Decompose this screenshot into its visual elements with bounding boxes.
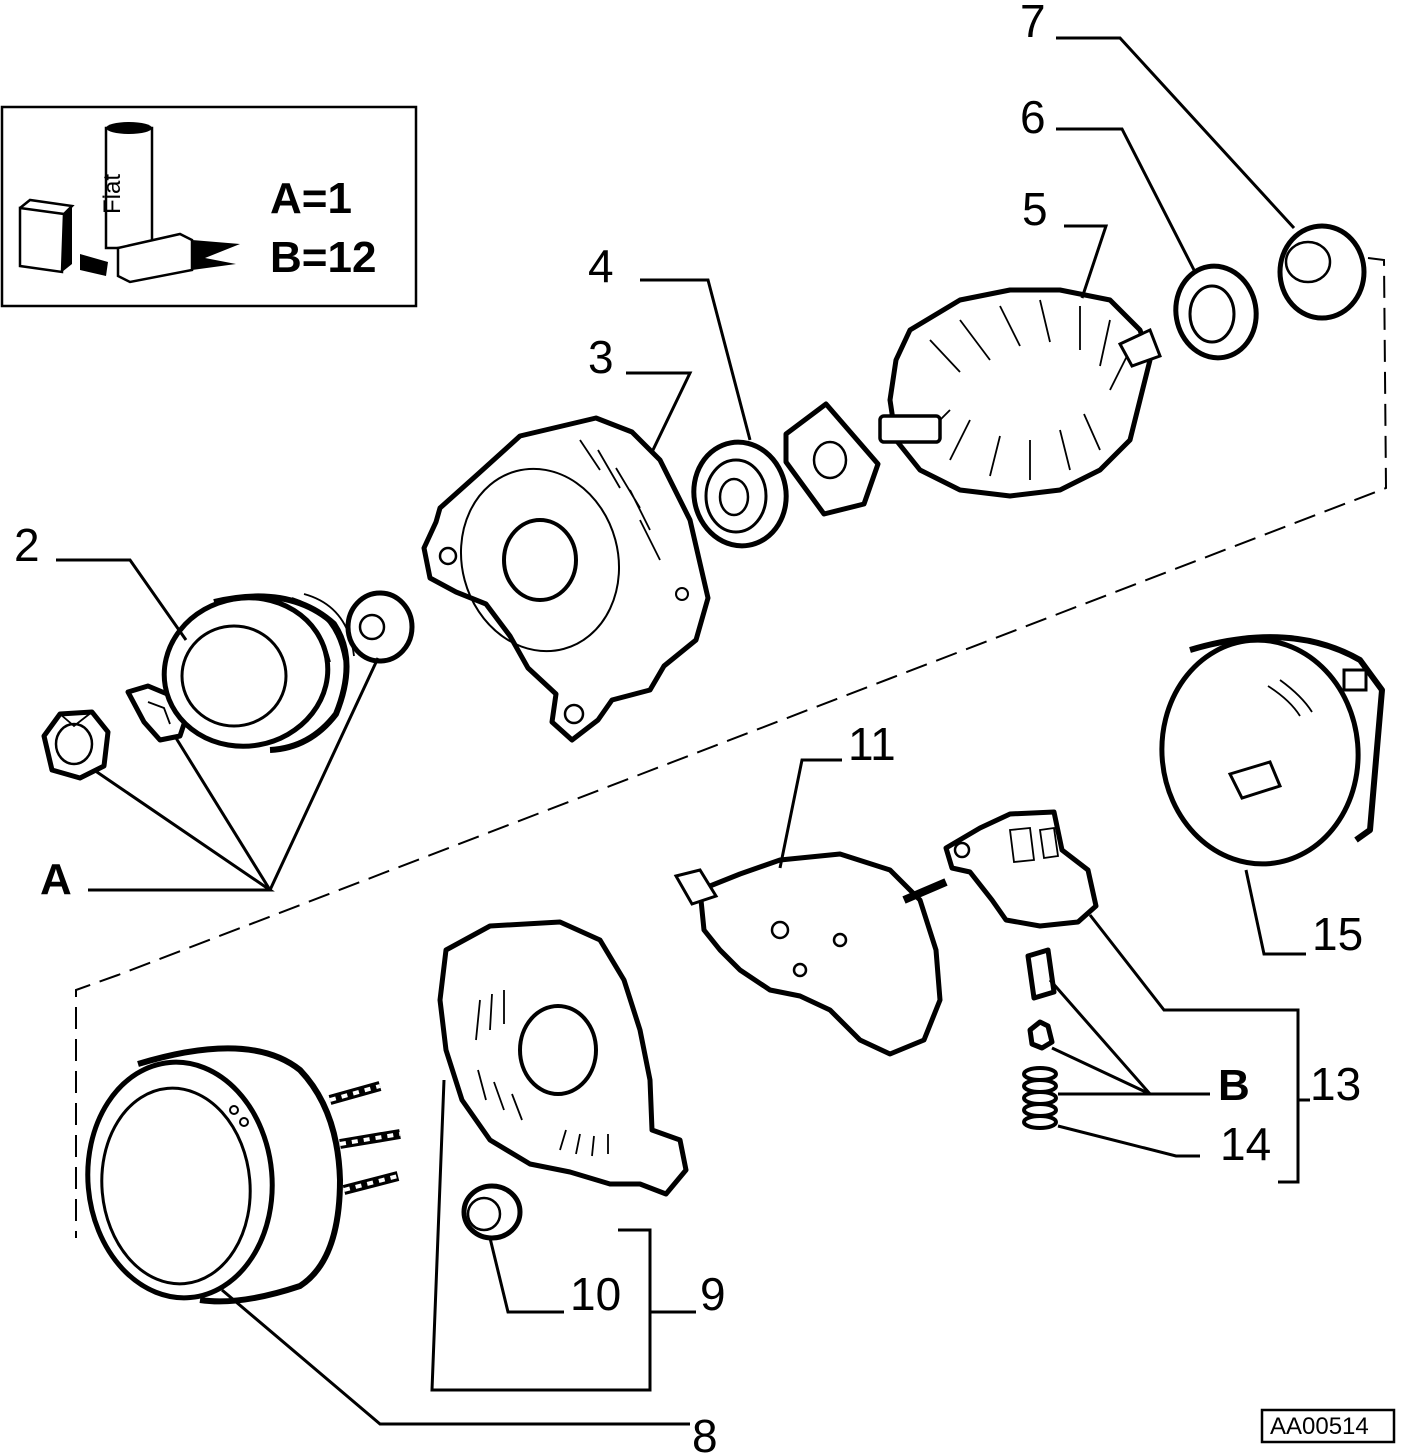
pulley-part	[161, 593, 355, 753]
rotor-part	[878, 287, 1162, 499]
stator-part	[85, 1045, 401, 1305]
callout-11: 11	[848, 718, 896, 770]
callout-7: 7	[1020, 0, 1046, 47]
bearing-front-part	[691, 439, 789, 549]
callout-labels: 2 3 4 5 6 7 8 9 10 11 13 14 15 A B	[14, 0, 1363, 1455]
spacer-washer-part	[345, 590, 415, 664]
callout-a: A	[40, 855, 72, 904]
bearing-rear-part	[1173, 263, 1259, 361]
callout-5: 5	[1022, 183, 1048, 235]
rectifier-plate-part	[673, 851, 948, 1057]
legend-box: Fiat A=1 B=12	[0, 105, 418, 308]
callout-2: 2	[14, 519, 40, 571]
legend-line-a: A=1	[270, 174, 352, 223]
callout-15: 15	[1312, 908, 1363, 960]
bushing-part	[461, 1183, 523, 1241]
callout-10: 10	[570, 1268, 621, 1320]
callout-13: 13	[1310, 1058, 1361, 1110]
callout-6: 6	[1020, 91, 1046, 143]
product-pack-icon: Fiat	[18, 122, 240, 284]
group-frame	[75, 257, 1388, 1238]
bearing-cap-part	[1277, 223, 1367, 321]
callout-4: 4	[588, 240, 614, 292]
carbon-brush-part	[1025, 947, 1057, 1001]
callout-14: 14	[1220, 1118, 1271, 1170]
legend-can-label: Fiat	[99, 174, 126, 214]
brush-holder-part	[943, 809, 1099, 929]
callout-3: 3	[588, 331, 614, 383]
figure-code-box: AA00514	[1260, 1408, 1396, 1444]
callout-8: 8	[692, 1410, 718, 1455]
callout-9: 9	[700, 1268, 726, 1320]
brush-spring-part	[1022, 1066, 1058, 1130]
legend-line-b: B=12	[270, 233, 376, 282]
hex-nut-part	[41, 709, 111, 781]
brush-cap-part	[1027, 1019, 1055, 1051]
figure-code: AA00514	[1270, 1413, 1369, 1440]
leader-lines	[56, 36, 1310, 1426]
retaining-plate-part	[783, 401, 881, 517]
drive-end-shield-part	[421, 415, 711, 743]
callout-b: B	[1218, 1061, 1250, 1110]
slip-ring-end-shield-part	[437, 919, 689, 1197]
rear-cover-part	[1159, 634, 1385, 867]
